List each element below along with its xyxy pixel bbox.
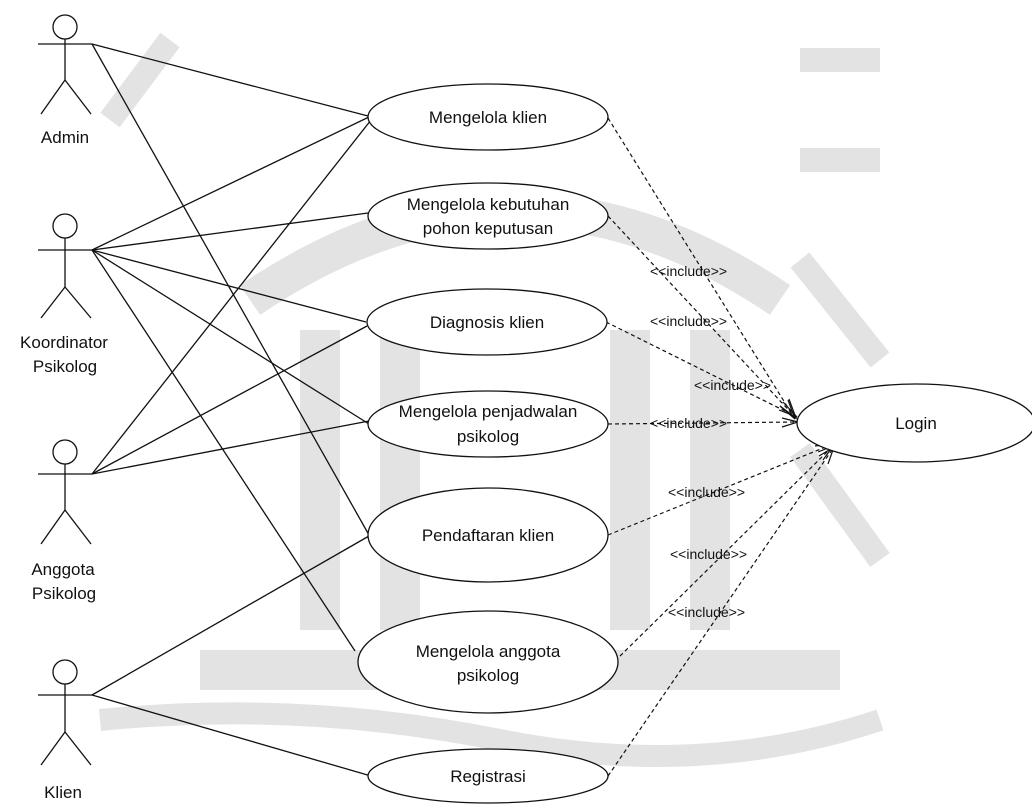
use-case-label-line1: Mengelola anggota (416, 642, 561, 661)
use-case-label: Login (895, 414, 937, 433)
assoc-klien-registrasi (91, 694, 372, 777)
actor-admin (38, 14, 92, 115)
include-label-uc3b: <<include>> (694, 377, 771, 393)
actor-label-admin: Admin (41, 128, 89, 147)
actor-label-koordinator-line1: Koordinator (20, 333, 108, 352)
include-label-uc7: <<include>> (668, 604, 745, 620)
use-case-label-line1: Mengelola penjadwalan (399, 402, 578, 421)
use-case-label: Mengelola klien (429, 108, 547, 127)
actor-head (52, 659, 78, 685)
include-line-uc5 (607, 443, 834, 536)
actor-koordinator-psikolog (38, 213, 92, 319)
include-labels: <<include>> <<include>> <<include>> <<in… (650, 263, 771, 620)
actor-label-anggota-line1: Anggota (31, 560, 95, 579)
actor-anggota-psikolog (38, 439, 92, 545)
use-case-mengelola-kebutuhan[interactable]: Mengelola kebutuhan pohon keputusan (367, 182, 609, 250)
include-line-uc1 (607, 117, 796, 420)
use-case-label-line1: Mengelola kebutuhan (407, 195, 570, 214)
include-line-uc6 (614, 445, 834, 662)
include-line-uc4 (607, 421, 799, 425)
use-case-label: Registrasi (450, 767, 526, 786)
use-case-mengelola-penjadwalan[interactable]: Mengelola penjadwalan psikolog (367, 390, 609, 458)
assoc-admin-mengelola-klien (91, 43, 369, 117)
use-case-label: Pendaftaran klien (422, 526, 554, 545)
include-label-uc4: <<include>> (650, 415, 727, 431)
actor-klien (38, 659, 92, 766)
include-label-uc3a: <<include>> (650, 313, 727, 329)
assoc-koordinator-penjadwalan (91, 249, 370, 425)
use-case-diagnosis-klien[interactable]: Diagnosis klien (366, 288, 608, 356)
arrowhead-uc2 (779, 398, 798, 420)
assoc-klien-pendaftaran (91, 535, 370, 696)
arrowhead-uc3 (778, 401, 798, 418)
actor-label-koordinator-line2: Psikolog (33, 357, 97, 376)
include-line-uc7 (607, 446, 835, 777)
assoc-koordinator-diagnosis (91, 249, 367, 323)
use-case-label-line2: pohon keputusan (423, 219, 553, 238)
use-case-login[interactable]: Login (796, 383, 1032, 463)
include-line-uc3 (605, 321, 798, 418)
use-case-registrasi[interactable]: Registrasi (367, 748, 609, 804)
actor-head (52, 213, 78, 239)
actor-label-anggota-line2: Psikolog (32, 584, 96, 603)
use-case-mengelola-klien[interactable]: Mengelola klien (367, 83, 609, 151)
assoc-koordinator-anggota-psikolog (91, 249, 356, 652)
association-lines (91, 43, 372, 777)
use-case-label-line2: psikolog (457, 427, 519, 446)
use-case-pendaftaran-klien[interactable]: Pendaftaran klien (367, 487, 609, 583)
include-label-uc6: <<include>> (670, 546, 747, 562)
actor-head (52, 439, 78, 465)
assoc-anggota-mengelola-klien (91, 119, 372, 475)
use-case-mengelola-anggota[interactable]: Mengelola anggota psikolog (357, 610, 619, 714)
assoc-koordinator-kebutuhan (91, 212, 369, 251)
include-line-uc2 (607, 215, 797, 419)
actor-label-klien: Klien (44, 783, 82, 802)
assoc-anggota-penjadwalan (91, 420, 370, 475)
include-label-uc5: <<include>> (668, 484, 745, 500)
assoc-koordinator-mengelola-klien (91, 116, 370, 251)
use-case-label-line2: psikolog (457, 666, 519, 685)
include-label-uc2: <<include>> (650, 263, 727, 279)
actor-head (52, 14, 78, 40)
assoc-admin-pendaftaran-klien (91, 43, 370, 536)
use-case-label: Diagnosis klien (430, 313, 544, 332)
assoc-anggota-diagnosis (91, 325, 368, 475)
